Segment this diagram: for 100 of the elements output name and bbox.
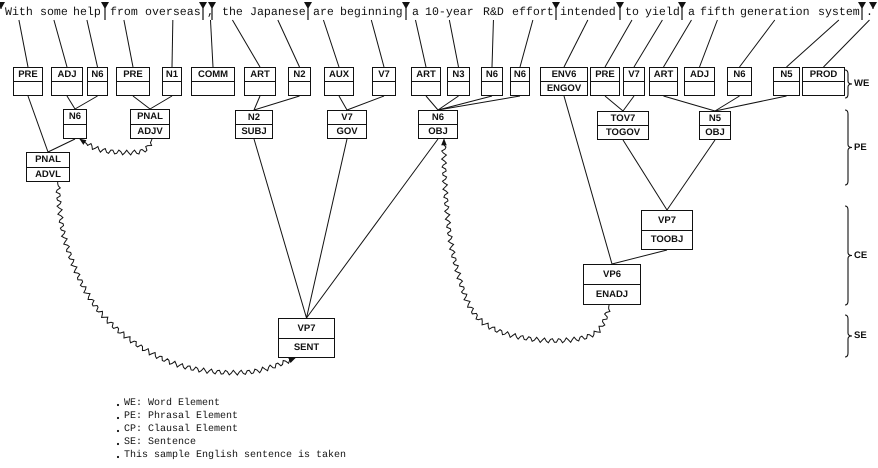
leader-line bbox=[232, 20, 260, 68]
category-box bbox=[540, 67, 588, 96]
category-code: V7 bbox=[628, 69, 640, 80]
tree-line bbox=[438, 96, 520, 110]
leader-line bbox=[520, 20, 534, 68]
tree-line bbox=[150, 96, 172, 110]
level-label: CE bbox=[854, 250, 868, 260]
level-label: SE bbox=[854, 330, 867, 341]
tree-line bbox=[48, 138, 76, 152]
leader-line bbox=[448, 20, 459, 68]
category-code: N1 bbox=[166, 69, 178, 80]
tree-line bbox=[714, 96, 787, 112]
function-code: OBJ bbox=[428, 126, 448, 137]
category-box bbox=[699, 111, 731, 140]
category-code: ADJ bbox=[57, 69, 76, 80]
function-code: ADJV bbox=[137, 126, 163, 137]
function-code: ENGOV bbox=[546, 83, 582, 94]
note-text: SE: Sentence bbox=[124, 437, 196, 448]
tree-line bbox=[254, 96, 260, 110]
category-code: ART bbox=[250, 69, 270, 80]
sentence-word: R&D bbox=[483, 6, 504, 20]
category-code: AUX bbox=[328, 69, 350, 80]
tree-line bbox=[254, 138, 307, 318]
leader-line bbox=[564, 20, 588, 68]
category-box bbox=[278, 318, 335, 358]
category-box bbox=[87, 67, 108, 96]
category-code: N2 bbox=[248, 112, 260, 123]
category-code: N6 bbox=[733, 69, 746, 80]
sentence-word: intended bbox=[560, 6, 616, 20]
sentence-word: to bbox=[625, 6, 639, 20]
category-code: ADJ bbox=[690, 69, 709, 80]
tree-line bbox=[132, 96, 150, 110]
tree-line bbox=[426, 96, 438, 110]
category-box bbox=[162, 67, 182, 96]
level-label: PE bbox=[854, 142, 867, 152]
sentence-word: some bbox=[40, 6, 68, 20]
sentence-word: the bbox=[222, 6, 243, 20]
tree-line bbox=[254, 96, 300, 110]
leader-line bbox=[739, 20, 776, 68]
category-code: PRE bbox=[18, 69, 38, 80]
leader-line bbox=[123, 20, 134, 68]
leader-line bbox=[53, 20, 68, 68]
tree-line bbox=[663, 96, 716, 112]
leader-line bbox=[492, 20, 494, 68]
category-box bbox=[327, 110, 367, 139]
category-box bbox=[597, 111, 649, 140]
sentence-word: Japanese bbox=[250, 6, 306, 20]
leader-line bbox=[18, 20, 28, 68]
category-box bbox=[191, 67, 235, 96]
level-label: WE bbox=[854, 78, 870, 89]
category-box bbox=[481, 67, 503, 96]
category-box bbox=[26, 152, 70, 182]
category-box bbox=[684, 67, 715, 96]
tree-line bbox=[564, 96, 612, 264]
sentence-word: are bbox=[313, 6, 334, 20]
tree-line bbox=[346, 96, 384, 110]
tree-line bbox=[612, 250, 668, 264]
category-box bbox=[51, 67, 83, 96]
category-code: COMM bbox=[198, 69, 228, 80]
category-code: PROD bbox=[810, 69, 838, 80]
note-text: PE: Phrasal Element bbox=[124, 411, 238, 422]
category-box bbox=[244, 67, 276, 96]
sentence-word: help bbox=[73, 6, 101, 20]
leader-line bbox=[277, 20, 300, 68]
leader-line bbox=[663, 20, 692, 68]
tree-line bbox=[306, 138, 348, 318]
tree-line bbox=[604, 96, 624, 112]
sentence-word: from bbox=[110, 6, 138, 20]
leader-line bbox=[786, 20, 840, 68]
function-code: ENADJ bbox=[596, 289, 628, 300]
leader-line bbox=[172, 20, 174, 68]
category-code: N6 bbox=[91, 69, 104, 80]
wavy-arrow bbox=[56, 182, 296, 376]
sentence-word: With bbox=[5, 6, 33, 20]
category-code: VP6 bbox=[603, 269, 621, 280]
category-code: ENV6 bbox=[552, 69, 576, 80]
sentence-word: . bbox=[866, 6, 873, 20]
category-code: PRE bbox=[595, 69, 615, 80]
sentence-word: yield bbox=[645, 6, 680, 20]
category-code: N5 bbox=[780, 69, 793, 80]
category-box bbox=[623, 67, 645, 96]
sentence-word: a bbox=[412, 6, 419, 20]
tree-line bbox=[66, 96, 76, 110]
sentence-word: beginning bbox=[340, 6, 403, 20]
category-box bbox=[235, 110, 273, 139]
category-box bbox=[802, 67, 845, 96]
category-box bbox=[63, 109, 87, 139]
sentence-word: system bbox=[818, 6, 860, 20]
category-box bbox=[641, 210, 693, 250]
function-code: OBJ bbox=[705, 127, 725, 138]
category-box bbox=[727, 67, 752, 96]
note-text: CP: Clausal Element bbox=[124, 424, 238, 435]
note-text: WE: Word Element bbox=[124, 398, 220, 409]
note-text: This sample English sentence is taken bbox=[124, 450, 346, 461]
category-box bbox=[288, 67, 311, 96]
category-box bbox=[372, 67, 396, 96]
sentence-word: effort bbox=[512, 6, 554, 20]
leader-line bbox=[634, 20, 663, 68]
category-code: N3 bbox=[452, 69, 465, 80]
wavy-arrow bbox=[440, 138, 611, 344]
